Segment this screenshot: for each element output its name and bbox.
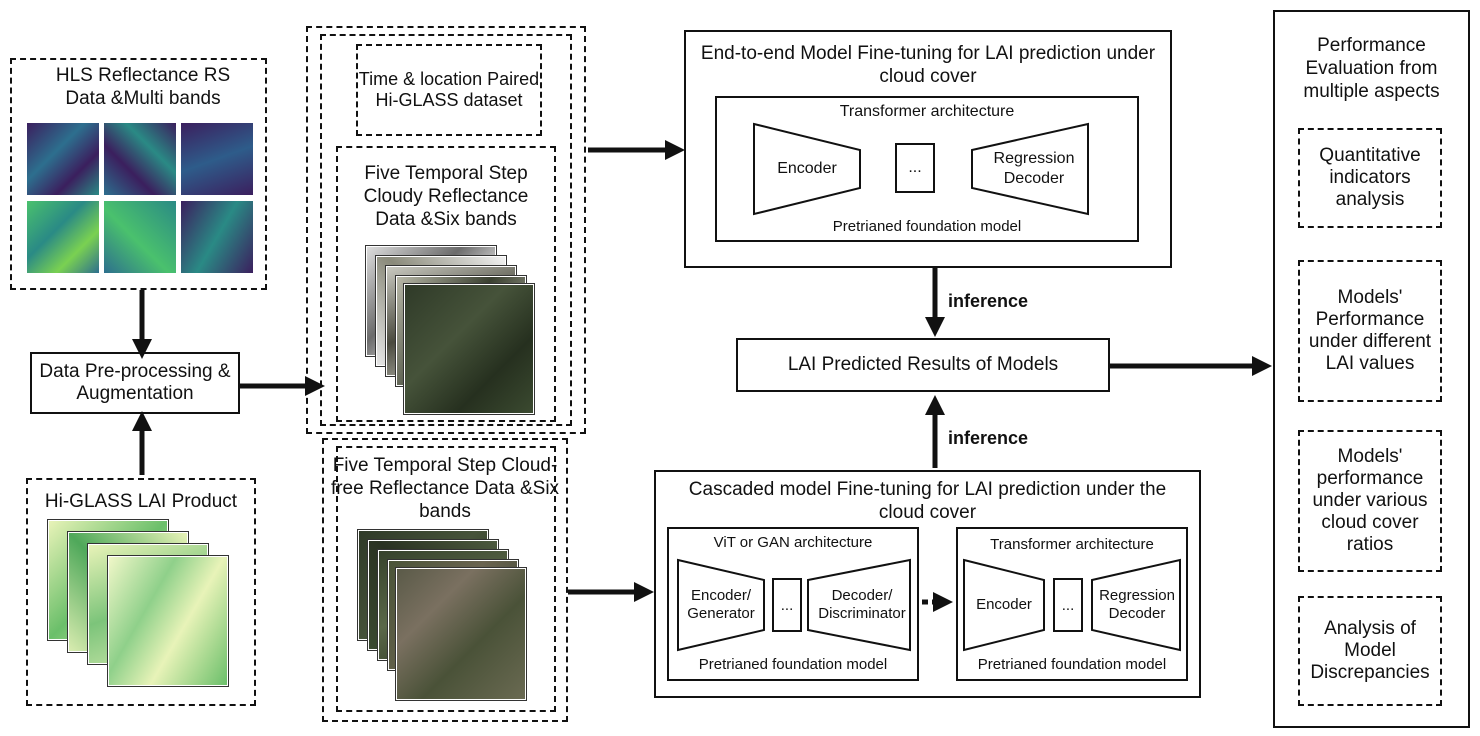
- hls-tile: [26, 200, 100, 274]
- e2e-arch-label: Transformer architecture: [839, 103, 1015, 120]
- cloudy-layer: [404, 284, 534, 414]
- cascade-left-ellipsis-box: ...: [772, 578, 802, 632]
- eval-item-quantitative: Quantitative indicators analysis: [1298, 128, 1442, 228]
- e2e-model-box: [684, 30, 1172, 268]
- cascade-left-encoder-shape: [677, 558, 765, 652]
- cascade-right-encoder-label: Encoder: [976, 595, 1032, 613]
- cascade-left-box: [667, 527, 919, 681]
- e2e-foot-label: Pretrianed foundation model: [832, 218, 1022, 235]
- cascade-right-foot: Pretrianed foundation model: [977, 656, 1167, 673]
- results-label: LAI Predicted Results of Models: [787, 354, 1059, 375]
- cascade-model-title: Cascaded model Fine-tuning for LAI predi…: [688, 479, 1167, 524]
- paired-dataset-box: Time & location Paired Hi-GLASS dataset: [356, 44, 542, 136]
- lai-image-stack: [48, 520, 248, 700]
- cloudfree-inner: [336, 446, 556, 712]
- cascade-left-arch: ViT or GAN architecture: [713, 534, 873, 551]
- evaluation-title: Performance Evaluation from multiple asp…: [1303, 35, 1440, 103]
- cloudy-reflectance-box: [336, 146, 556, 422]
- cascade-right-decoder-label: Regression Decoder: [1099, 586, 1175, 622]
- eval-item-discrepancies: Analysis of Model Discrepancies: [1298, 596, 1442, 706]
- evaluation-panel: [1273, 10, 1470, 728]
- e2e-decoder-shape: [971, 122, 1089, 216]
- cloudy-reflectance-title: Five Temporal Step Cloudy Reflectance Da…: [363, 163, 529, 231]
- e2e-ellipsis: ...: [908, 159, 922, 176]
- higlass-lai-box: [26, 478, 256, 706]
- cascade-left-foot: Pretrianed foundation model: [698, 656, 888, 673]
- hls-tile: [103, 200, 177, 274]
- cascade-left-decoder-shape: [807, 558, 911, 652]
- e2e-decoder-label: Regression Decoder: [993, 150, 1075, 187]
- cloudfree-image-stack: [358, 530, 538, 706]
- lai-layer: [108, 556, 228, 686]
- cloudy-image-stack: [366, 246, 546, 416]
- eval-item-label: Quantitative indicators analysis: [1319, 145, 1421, 210]
- preprocessing-label: Data Pre-processing & Augmentation: [39, 361, 231, 404]
- inference-bottom-label: inference: [948, 428, 1029, 448]
- e2e-transformer-box: [715, 96, 1139, 242]
- hls-image-grid: [26, 122, 254, 276]
- cloudfree-layer: [396, 568, 526, 700]
- cascade-left-decoder-label: Decoder/ Discriminator: [818, 586, 906, 622]
- eval-item-label: Analysis of Model Discrepancies: [1310, 618, 1430, 683]
- hls-tile: [26, 122, 100, 196]
- hls-tile: [180, 200, 254, 274]
- paired-dataset-title: Time & location Paired Hi-GLASS dataset: [358, 69, 540, 110]
- e2e-encoder-label: Encoder: [777, 160, 837, 178]
- results-box: LAI Predicted Results of Models: [736, 338, 1110, 392]
- preprocessing-box: Data Pre-processing & Augmentation: [30, 352, 240, 414]
- higlass-lai-title: Hi-GLASS LAI Product: [44, 491, 238, 512]
- hls-tile: [103, 122, 177, 196]
- eval-item-lai-values: Models' Performance under different LAI …: [1298, 260, 1442, 402]
- cascade-right-box: [956, 527, 1188, 681]
- cascade-right-ellipsis-box: ...: [1053, 578, 1083, 632]
- cloudy-data-inner: [320, 34, 572, 426]
- cloudy-data-outer: [306, 26, 586, 434]
- hls-reflectance-title: HLS Reflectance RS Data &Multi bands: [55, 65, 231, 110]
- cloudfree-title: Five Temporal Step Cloud-free Reflectanc…: [330, 455, 560, 523]
- e2e-model-title: End-to-end Model Fine-tuning for LAI pre…: [700, 43, 1156, 88]
- eval-item-cloud-ratios: Models' performance under various cloud …: [1298, 430, 1442, 572]
- hls-tile: [180, 122, 254, 196]
- cascade-right-arch: Transformer architecture: [990, 536, 1154, 553]
- cascade-right-ellipsis: ...: [1061, 596, 1075, 614]
- e2e-ellipsis-box: ...: [895, 143, 935, 193]
- cascade-right-decoder-shape: [1091, 558, 1181, 652]
- hls-reflectance-box: [10, 58, 267, 290]
- eval-item-label: Models' Performance under different LAI …: [1308, 287, 1432, 374]
- eval-item-label: Models' performance under various cloud …: [1312, 446, 1428, 555]
- cascade-model-box: [654, 470, 1201, 698]
- cloudfree-outer: [322, 438, 568, 722]
- cascade-left-encoder-label: Encoder/ Generator: [687, 586, 755, 622]
- cascade-left-ellipsis: ...: [780, 596, 794, 614]
- inference-top-label: inference: [948, 291, 1029, 311]
- e2e-encoder-shape: [753, 122, 861, 216]
- cascade-right-encoder-shape: [963, 558, 1045, 652]
